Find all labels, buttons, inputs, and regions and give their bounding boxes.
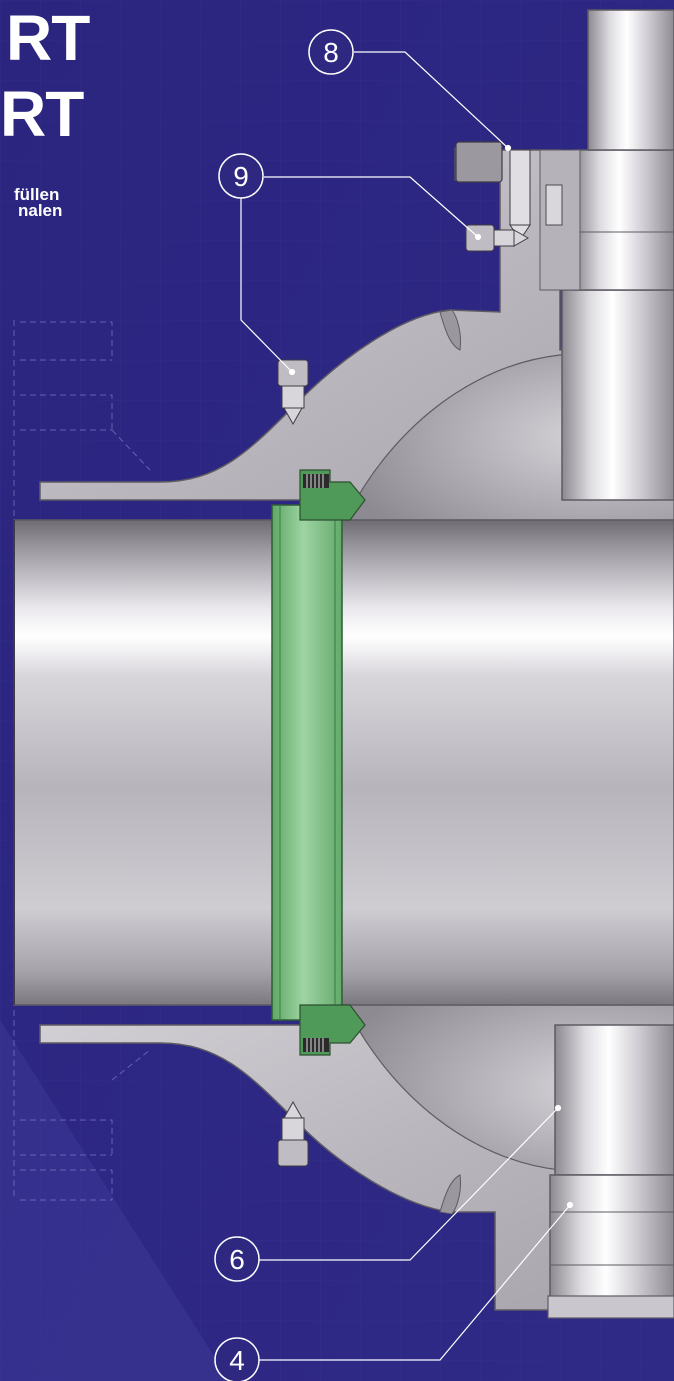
- callout-9-leader-down: [240, 197, 293, 373]
- top-bolt-body: [509, 149, 531, 226]
- callout-8-leader: [354, 51, 509, 149]
- upper-stem-shaft: [587, 9, 674, 151]
- title-line-2: RT: [0, 78, 84, 150]
- callout-6-number: 6: [229, 1244, 245, 1275]
- callout-9-number: 9: [233, 161, 249, 192]
- callout-9: 9: [218, 153, 264, 199]
- lower-trunnion: [554, 1024, 674, 1176]
- callout-4-number: 4: [229, 1345, 245, 1376]
- callout-9-dot: [474, 233, 482, 241]
- title-line-1: RT: [6, 2, 90, 74]
- callout-6: 6: [214, 1236, 260, 1282]
- subtitle-line-1: füllen: [14, 185, 60, 204]
- callout-4: 4: [214, 1337, 260, 1381]
- blueprint-outline-lower: [20, 1049, 151, 1201]
- lower-trunnion-cap: [547, 1295, 674, 1319]
- callout-4-dot: [566, 1201, 574, 1209]
- callout-4-leader: [258, 1204, 571, 1361]
- upper-stem: [561, 289, 674, 501]
- pipe-bore: [13, 519, 674, 1006]
- upper-stem-collar: [574, 149, 674, 291]
- callout-leaders: [240, 51, 574, 1361]
- callout-8-dot: [504, 144, 512, 152]
- stem-housing-screw: [545, 184, 563, 226]
- upper-seat-spring-coils: [306, 474, 324, 488]
- grease-fitting-upper-right: [465, 224, 530, 252]
- callout-8: 8: [308, 29, 354, 75]
- lower-trunnion-base: [549, 1174, 674, 1316]
- top-bolt-head: [455, 141, 503, 183]
- grease-fitting-upper-left: [277, 359, 309, 426]
- callout-6-dot: [554, 1104, 562, 1112]
- upper-body-notch: [439, 309, 461, 351]
- subtitle-line-2: nalen: [18, 201, 63, 220]
- lower-seat-spring-coils: [306, 1038, 324, 1052]
- grease-fitting-lower-left: [277, 1100, 309, 1167]
- lower-body-notch: [439, 1174, 461, 1215]
- callout-6-leader: [258, 1107, 559, 1261]
- callout-8-number: 8: [323, 37, 339, 68]
- callout-9-dot-2: [288, 368, 296, 376]
- seat-ring: [271, 504, 343, 1021]
- callout-9-leader: [264, 176, 479, 238]
- background-shadow-wedge: [0, 1020, 230, 1381]
